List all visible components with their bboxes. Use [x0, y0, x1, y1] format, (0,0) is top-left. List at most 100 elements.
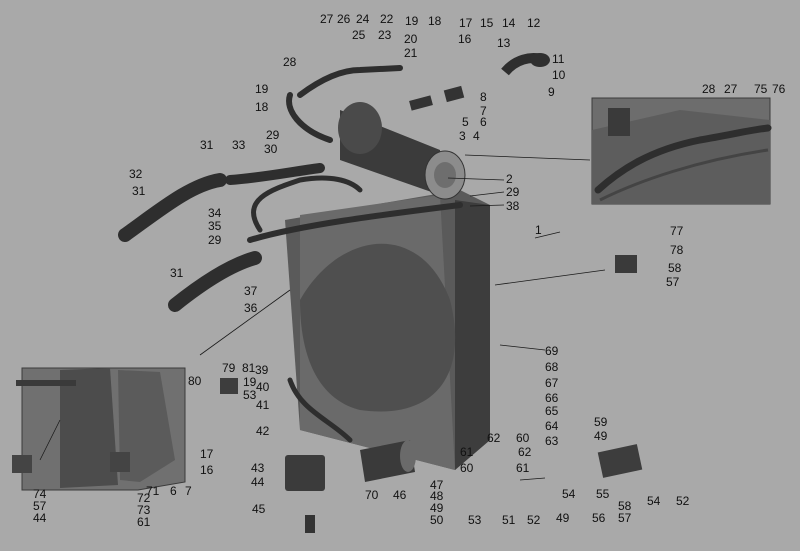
- callout: 5: [462, 115, 469, 129]
- callout: 50: [430, 513, 444, 527]
- callout: 33: [232, 138, 246, 152]
- callout: 46: [393, 488, 407, 502]
- callout: 17: [200, 447, 214, 461]
- callout: 57: [33, 499, 47, 513]
- callout: 44: [251, 475, 265, 489]
- callout: 1: [535, 223, 542, 237]
- callout: 45: [252, 502, 266, 516]
- callout: 54: [647, 494, 661, 508]
- callout: 17: [459, 16, 473, 30]
- callout: 10: [552, 68, 566, 82]
- callout: 54: [562, 487, 576, 501]
- callout: 64: [545, 419, 559, 433]
- callout: 23: [378, 28, 392, 42]
- callout: 31: [132, 184, 146, 198]
- callout: 52: [676, 494, 690, 508]
- callout: 40: [256, 380, 270, 394]
- callout: 58: [618, 499, 632, 513]
- callout: 7: [185, 484, 192, 498]
- callout: 12: [527, 16, 541, 30]
- callout: 60: [516, 431, 530, 445]
- callout: 38: [506, 199, 520, 213]
- lower-parts: [220, 255, 643, 533]
- callout: 16: [200, 463, 214, 477]
- callout: 15: [480, 16, 494, 30]
- callout: 49: [594, 429, 608, 443]
- callout: 68: [545, 360, 559, 374]
- callout: 61: [137, 515, 151, 529]
- expansion-tank: [338, 102, 466, 200]
- callout: 21: [404, 46, 418, 60]
- callout: 56: [592, 511, 606, 525]
- callout: 61: [516, 461, 530, 475]
- callout: 6: [170, 484, 177, 498]
- callout: 61: [460, 445, 474, 459]
- callout: 9: [548, 85, 555, 99]
- callout: 43: [251, 461, 265, 475]
- callout: 73: [137, 503, 151, 517]
- inset-bottom-left: [12, 367, 186, 491]
- callout: 41: [256, 398, 270, 412]
- callout: 26: [337, 12, 351, 26]
- callout: 19: [405, 14, 419, 28]
- callout: 16: [458, 32, 472, 46]
- callout: 47: [430, 478, 444, 492]
- inset-top-right: [591, 97, 772, 205]
- callout: 29: [506, 185, 520, 199]
- callout: 67: [545, 376, 559, 390]
- callout: 31: [170, 266, 184, 280]
- callout: 78: [670, 243, 684, 257]
- callout: 29: [266, 128, 280, 142]
- callout: 59: [594, 415, 608, 429]
- callout: 53: [243, 388, 257, 402]
- callout: 6: [480, 115, 487, 129]
- callout: 35: [208, 219, 222, 233]
- callout: 11: [552, 52, 565, 66]
- callout: 34: [208, 206, 222, 220]
- callout: 29: [208, 233, 222, 247]
- callout: 57: [618, 511, 632, 525]
- callout: 22: [380, 12, 394, 26]
- callout: 65: [545, 404, 559, 418]
- callout: 20: [404, 32, 418, 46]
- callout: 39: [255, 363, 269, 377]
- callout: 27: [320, 12, 334, 26]
- callout: 55: [596, 487, 610, 501]
- callout: 80: [188, 374, 202, 388]
- callout: 3: [459, 129, 466, 143]
- radiator: [285, 190, 490, 470]
- callout: 69: [545, 344, 559, 358]
- leader-lines: [39, 154, 606, 481]
- callout: 18: [428, 14, 442, 28]
- callout: 72: [137, 491, 151, 505]
- callout: 49: [430, 501, 444, 515]
- callout: 44: [33, 511, 47, 525]
- callout: 32: [129, 167, 143, 181]
- callout: 36: [244, 301, 258, 315]
- callout: 57: [666, 275, 680, 289]
- filler-neck: [409, 53, 550, 111]
- callout: 75: [754, 82, 768, 96]
- callout: 53: [468, 513, 482, 527]
- callout: 71: [146, 484, 160, 498]
- callout: 62: [518, 445, 532, 459]
- callout: 58: [668, 261, 682, 275]
- callout: 19: [243, 375, 257, 389]
- callout: 74: [33, 487, 47, 501]
- callout: 37: [244, 284, 258, 298]
- callout: 48: [430, 489, 444, 503]
- callout: 51: [502, 513, 516, 527]
- callout: 60: [460, 461, 474, 475]
- callout: 76: [772, 82, 786, 96]
- callout: 7: [480, 104, 487, 118]
- callout-labels: 27 26 24 22 19 18 17 15 14 12 25 23 20 2…: [33, 12, 786, 529]
- callout: 24: [356, 12, 370, 26]
- callout: 62: [487, 431, 501, 445]
- callout: 27: [724, 82, 738, 96]
- hoses: [118, 65, 463, 443]
- callout: 30: [264, 142, 278, 156]
- callout: 13: [497, 36, 511, 50]
- callout: 77: [670, 224, 684, 238]
- callout: 4: [473, 129, 480, 143]
- callout: 81: [242, 361, 256, 375]
